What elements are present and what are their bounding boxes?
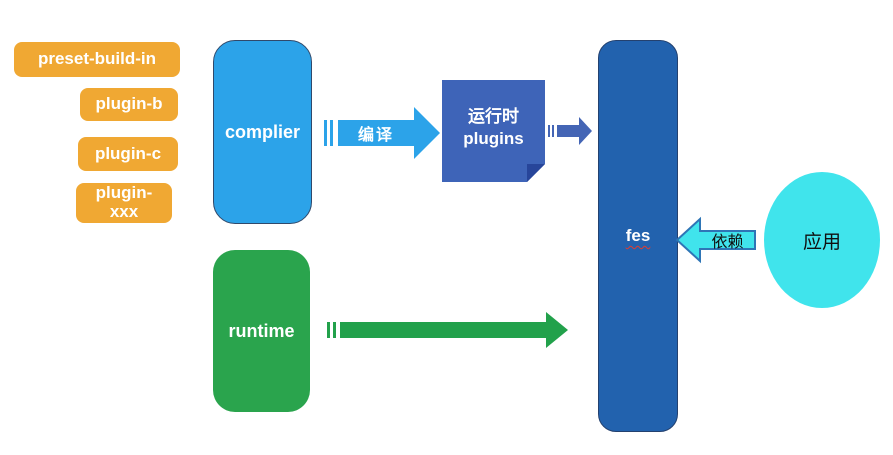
- app-label: 应用: [802, 231, 841, 253]
- note-line-2: plugins: [463, 129, 524, 148]
- arrow-stripe: [324, 120, 327, 146]
- tag-plugin-b: plugin-b: [80, 88, 178, 121]
- depends-arrow: 依赖: [674, 216, 758, 264]
- arrow-body: [340, 322, 546, 338]
- folded-note-icon: [442, 80, 545, 182]
- arrow-stripe: [333, 322, 336, 338]
- compile-arrow-label: 编译: [338, 120, 414, 146]
- runtime-to-fes-arrow: [327, 312, 568, 348]
- note-line-1: 运行时: [468, 106, 519, 126]
- arrow-stripe: [330, 120, 333, 146]
- depends-arrow-label: 依赖: [711, 234, 744, 251]
- plugins-to-fes-arrow: [548, 117, 592, 145]
- left-arrow-icon: [675, 216, 756, 264]
- fes-bar: fes: [598, 40, 678, 432]
- runtime-box: runtime: [213, 250, 310, 412]
- compiler-label: complier: [224, 121, 301, 142]
- arrow-head-icon: [414, 107, 440, 159]
- runtime-label: runtime: [228, 320, 295, 341]
- arrow-head-icon: [579, 117, 592, 145]
- arrow-stripe: [327, 322, 330, 338]
- arrow-body: [557, 125, 579, 137]
- compiler-box: complier: [213, 40, 312, 224]
- app-ellipse: 应用: [764, 172, 880, 308]
- runtime-plugins-note: 运行时 plugins: [442, 80, 545, 182]
- arrow-stripe: [552, 125, 554, 137]
- tag-preset-build-in: preset-build-in: [14, 42, 180, 77]
- tag-plugin-xxx: plugin- xxx: [76, 183, 172, 223]
- arrow-head-icon: [546, 312, 568, 348]
- fes-label: fes: [625, 226, 651, 245]
- compile-arrow: 编译: [324, 107, 440, 159]
- arrow-stripe: [548, 125, 550, 137]
- tag-plugin-c: plugin-c: [78, 137, 178, 171]
